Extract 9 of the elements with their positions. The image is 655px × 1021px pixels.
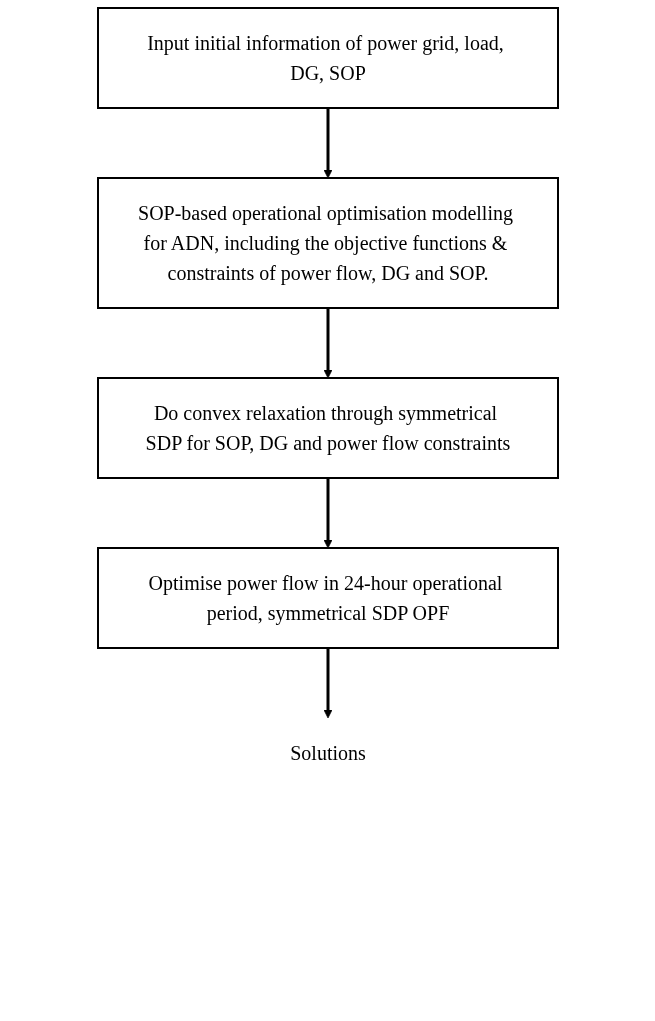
node-box: Optimise power flow in 24-hour operational period, symmetrical SDP OPF — [96, 547, 559, 649]
arrow — [323, 108, 332, 179]
arrow — [323, 308, 332, 379]
node-box: Do convex relaxation through symmetrical SDP for SOP, DG and power flow constraints — [96, 377, 559, 479]
arrow — [323, 648, 332, 719]
arrow — [323, 478, 332, 549]
node-box: Input initial information of power grid, load, DG, SOP — [96, 7, 559, 109]
node-text: Solutions — [289, 742, 366, 764]
node-box: SOP-based operational optimisation modelling for ADN, including the objective functions & constraints of power flow, DG and SOP. — [96, 177, 559, 309]
